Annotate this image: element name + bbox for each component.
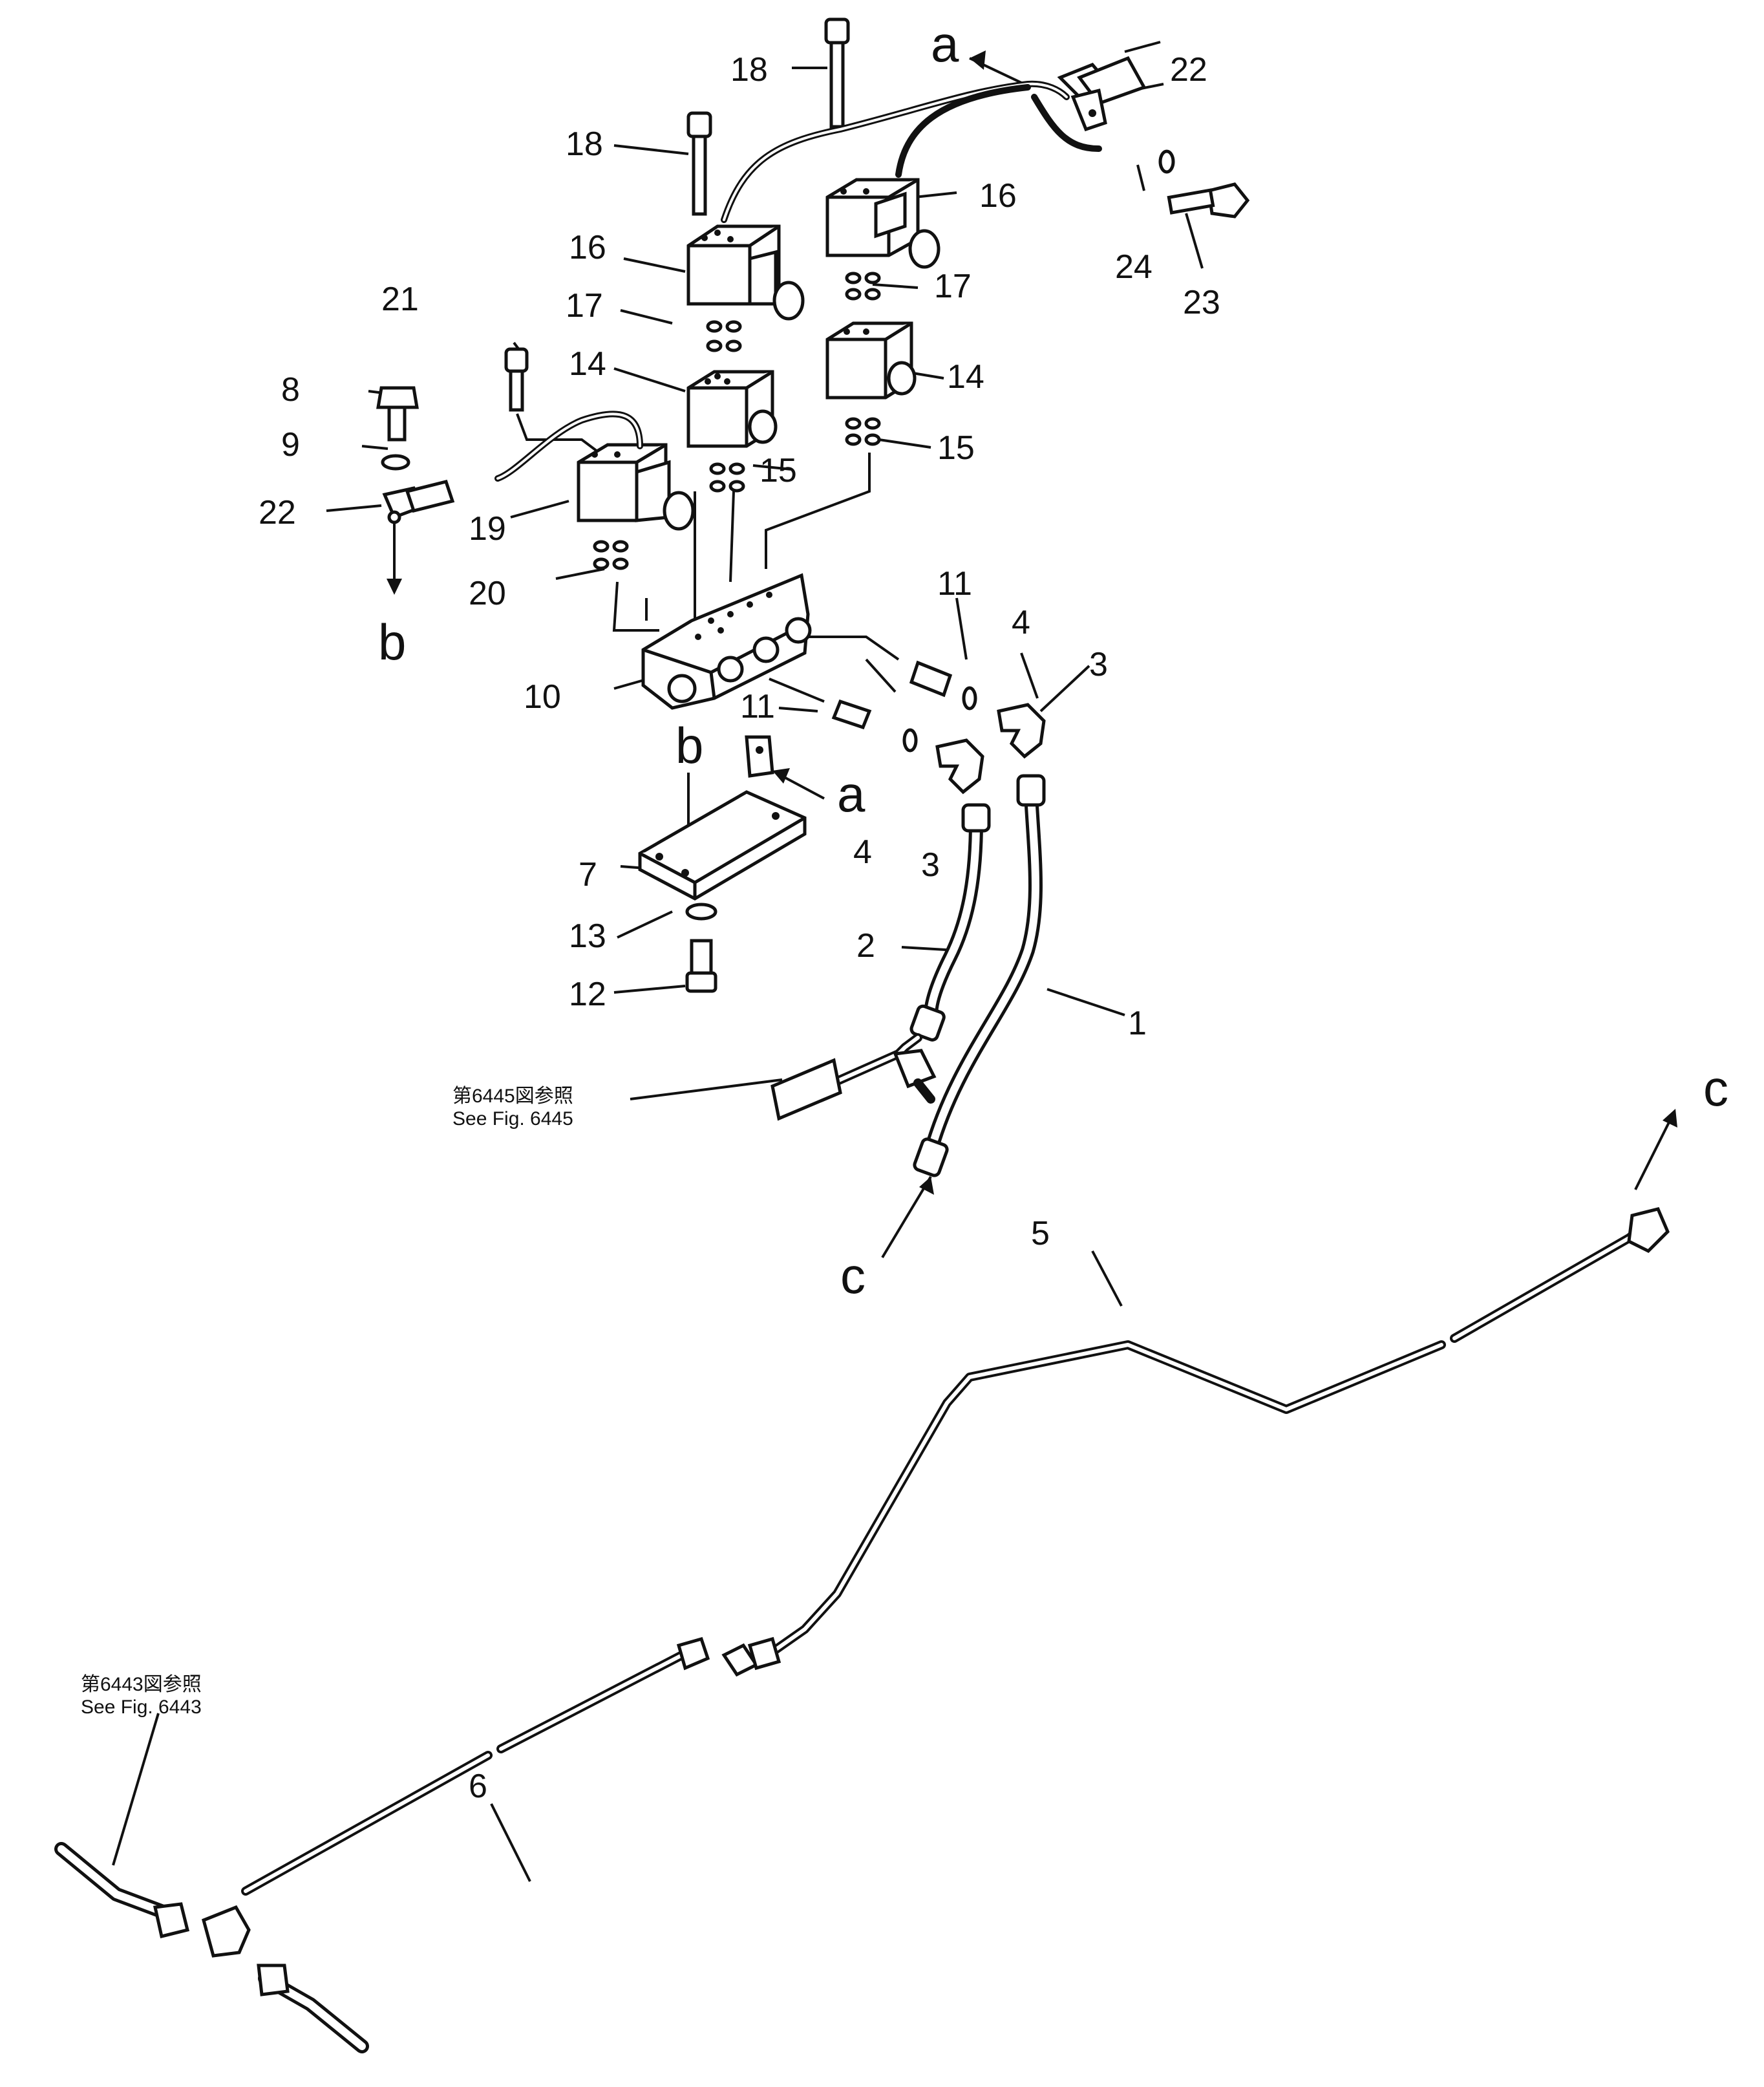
pipes — [241, 1207, 1670, 1896]
label-part-8: 8 — [281, 371, 300, 409]
sensor-22-left — [382, 480, 455, 524]
solenoid-valve-16-left — [686, 224, 805, 321]
label-part-13: 13 — [569, 917, 606, 955]
pilot-block-14-right — [825, 321, 917, 400]
label-part-14: 14 — [947, 358, 984, 396]
label-part-15: 15 — [760, 452, 797, 489]
label-connection-b: b — [675, 717, 703, 774]
hose-assembly-6443 — [54, 1842, 369, 2053]
assembly-lines — [516, 194, 900, 703]
label-connection-a: a — [837, 765, 866, 822]
solenoid-valve-16-right — [825, 178, 940, 269]
label-connection-c: c — [840, 1247, 866, 1304]
label-part-10: 10 — [524, 678, 561, 716]
label-part-6: 6 — [469, 1768, 487, 1805]
label-part-20: 20 — [469, 575, 506, 612]
arrow-b-left — [387, 579, 402, 595]
label-part-17: 17 — [566, 287, 603, 325]
connection-labels: a b b a c c — [378, 16, 1728, 1304]
label-part-5: 5 — [1031, 1215, 1050, 1252]
label-part-1: 1 — [1128, 1005, 1147, 1042]
arrow-a-bracket — [772, 768, 790, 784]
reference-fig-6443-en: See Fig. 6443 — [81, 1696, 202, 1718]
label-part-14: 14 — [569, 345, 606, 383]
label-part-12: 12 — [569, 976, 606, 1013]
hoses — [909, 774, 1046, 1177]
label-part-24: 24 — [1115, 248, 1153, 286]
solenoid-valve-19 — [577, 443, 695, 531]
o-rings — [381, 149, 1175, 921]
label-connection-b: b — [378, 614, 406, 670]
label-part-3: 3 — [921, 846, 940, 884]
fittings — [831, 660, 1046, 795]
reference-fig-6445-en: See Fig. 6445 — [452, 1108, 573, 1129]
manifold-block-10 — [641, 573, 812, 710]
mounting-plate-7 — [638, 735, 807, 901]
wiring — [494, 80, 1102, 482]
label-part-7: 7 — [579, 856, 597, 894]
label-part-4: 4 — [853, 833, 872, 871]
label-part-19: 19 — [469, 510, 506, 548]
label-part-21: 21 — [381, 281, 419, 318]
label-part-9: 9 — [281, 426, 300, 464]
label-part-16: 16 — [979, 177, 1017, 215]
figure-references: 第6445図参照 See Fig. 6445 第6443図参照 See Fig.… — [81, 1086, 573, 1718]
leader-lines — [112, 41, 1204, 1882]
label-part-15: 15 — [937, 429, 975, 467]
sensor-22-top — [1057, 56, 1147, 132]
arrow-c-hose — [919, 1177, 934, 1195]
label-part-22: 22 — [259, 494, 296, 531]
label-part-17: 17 — [934, 268, 972, 305]
arrow-a-top — [970, 50, 986, 70]
label-part-16: 16 — [569, 229, 606, 266]
label-part-11: 11 — [937, 565, 972, 603]
label-part-23: 23 — [1183, 284, 1220, 321]
arrow-c-pipe — [1663, 1109, 1677, 1128]
label-part-18: 18 — [566, 125, 603, 163]
part-number-labels: 18 18 22 16 16 24 23 17 17 21 14 14 8 9 … — [259, 51, 1220, 1805]
label-part-2: 2 — [856, 927, 875, 965]
reference-fig-6443-jp: 第6443図参照 — [81, 1674, 202, 1695]
label-part-4: 4 — [1012, 604, 1030, 641]
label-part-11: 11 — [740, 688, 775, 725]
label-connection-c: c — [1703, 1060, 1728, 1117]
label-part-18: 18 — [730, 51, 768, 89]
pilot-block-14-left — [686, 370, 778, 448]
tee-fitting-6445 — [770, 1033, 937, 1121]
label-part-3: 3 — [1089, 646, 1108, 683]
bolts — [376, 17, 1250, 993]
label-connection-a: a — [931, 16, 959, 72]
label-part-22: 22 — [1170, 51, 1207, 89]
reference-fig-6445-jp: 第6445図参照 — [452, 1086, 573, 1107]
